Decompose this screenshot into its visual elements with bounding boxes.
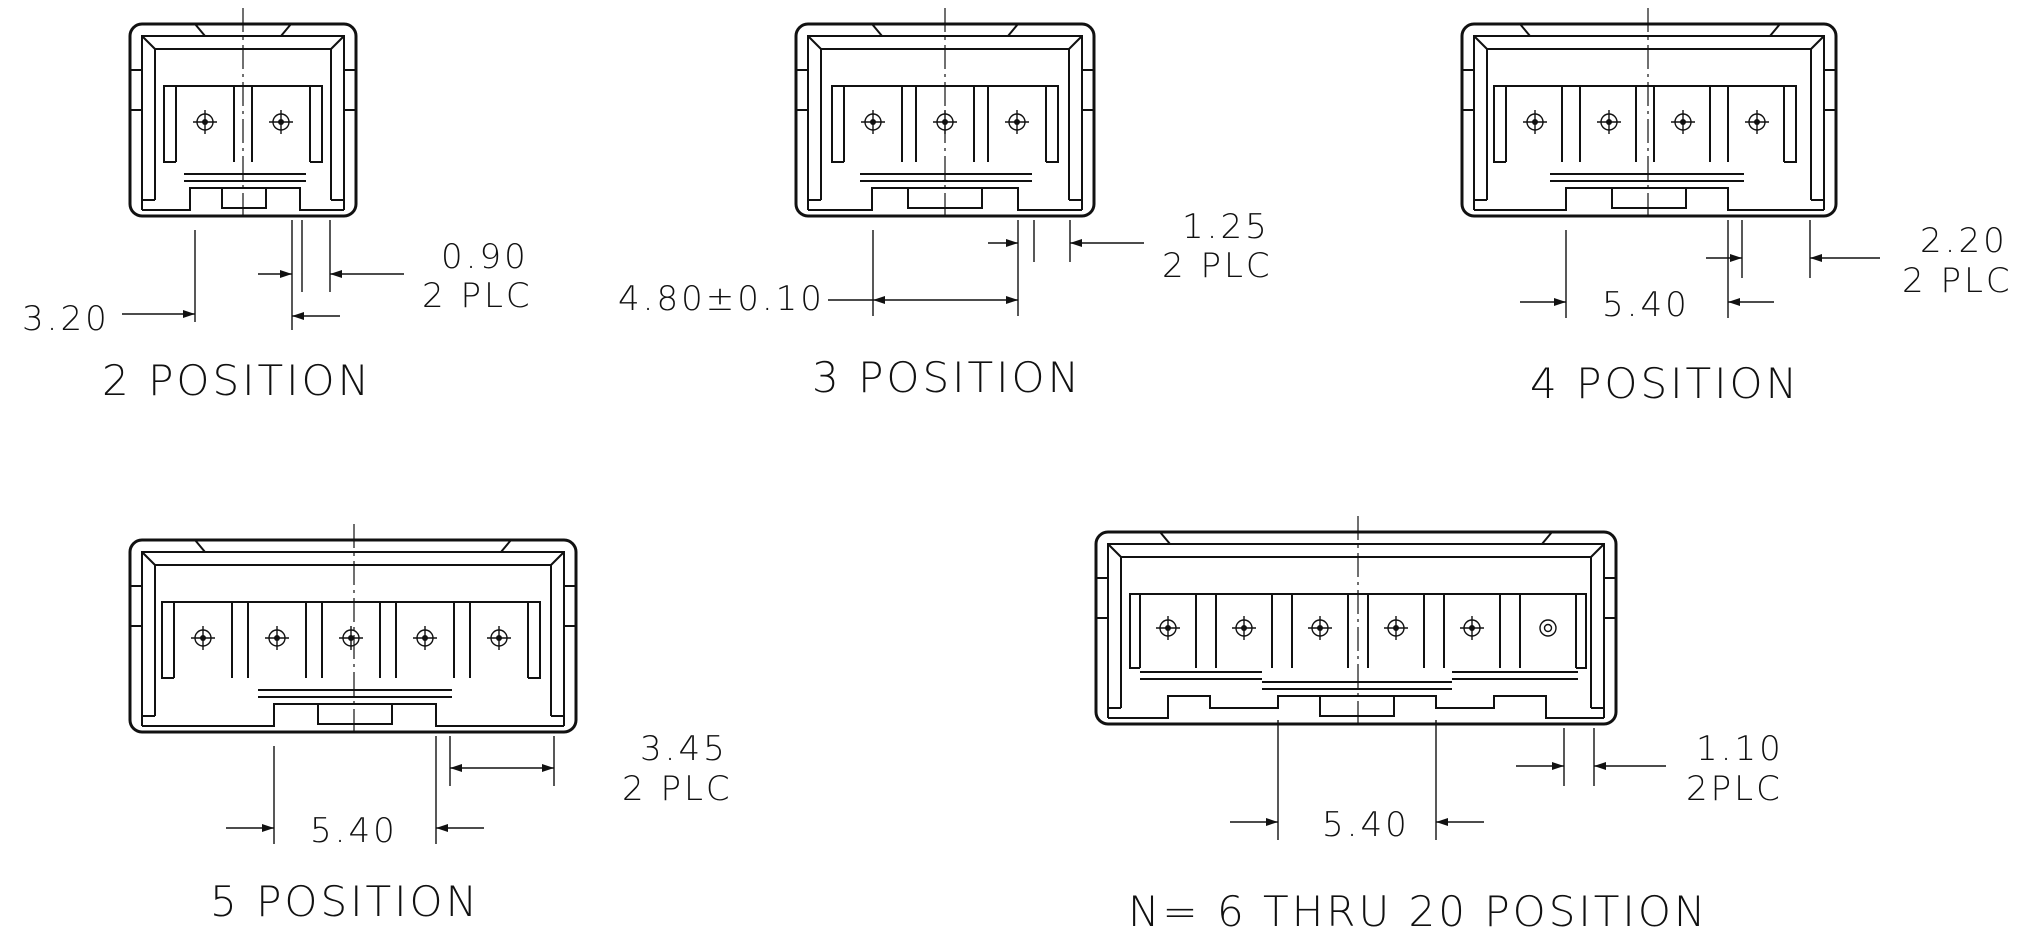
connector-body-4 bbox=[1460, 8, 1838, 222]
pin-5 bbox=[1460, 616, 1484, 640]
pitch-dimension-5: 5.40 bbox=[310, 811, 398, 851]
pin-4 bbox=[1384, 616, 1408, 640]
pin-4 bbox=[1745, 110, 1769, 134]
pitch-dimension-6: 5.40 bbox=[1322, 805, 1410, 845]
secondary-dimension-3: 1.25 bbox=[1182, 207, 1270, 247]
pin-1 bbox=[1523, 110, 1547, 134]
dimensions-3 bbox=[828, 220, 1144, 316]
secondary-note-4: 2 PLC bbox=[1902, 261, 2013, 301]
view-3-position: 4.80±0.10 1.25 2 PLC 3 POSITION bbox=[618, 8, 1273, 402]
dimensions-5 bbox=[226, 736, 555, 844]
secondary-dimension-2: 0.90 bbox=[441, 237, 529, 277]
connector-body-5 bbox=[128, 524, 578, 738]
pin-3 bbox=[1308, 616, 1332, 640]
pin-4 bbox=[413, 626, 437, 650]
view-title-4: 4 POSITION bbox=[1530, 359, 1800, 408]
view-5-position: 5.40 3.45 2 PLC 5 POSITION bbox=[128, 524, 733, 926]
dimensions-6 bbox=[1230, 720, 1666, 840]
secondary-dimension-4: 2.20 bbox=[1920, 221, 2008, 261]
pin-3 bbox=[339, 626, 363, 650]
dimensions-2 bbox=[122, 220, 404, 330]
pin-1 bbox=[193, 110, 217, 134]
pin-2 bbox=[265, 626, 289, 650]
dimensions-4 bbox=[1520, 220, 1880, 318]
pin-1 bbox=[191, 626, 215, 650]
view-6-thru-20-position: 5.40 1.10 2PLC N= 6 THRU 20 POSITION bbox=[1094, 516, 1784, 936]
view-title-5: 5 POSITION bbox=[210, 877, 480, 926]
pin-2 bbox=[1597, 110, 1621, 134]
pin-2 bbox=[269, 110, 293, 134]
view-title-3: 3 POSITION bbox=[812, 353, 1082, 402]
secondary-note-3: 2 PLC bbox=[1162, 246, 1273, 286]
secondary-dimension-5: 3.45 bbox=[640, 729, 728, 769]
pin-6 bbox=[1539, 619, 1557, 637]
pin-2 bbox=[1232, 616, 1256, 640]
pin-3 bbox=[1671, 110, 1695, 134]
view-2-position: 3.20 0.90 2 PLC 2 POSITION bbox=[22, 8, 533, 405]
view-title-6: N= 6 THRU 20 POSITION bbox=[1128, 887, 1708, 935]
view-title-2: 2 POSITION bbox=[102, 356, 372, 405]
connector-body-2 bbox=[128, 8, 358, 222]
secondary-dimension-6: 1.10 bbox=[1696, 729, 1784, 769]
view-4-position: 5.40 2.20 2 PLC 4 POSITION bbox=[1460, 8, 2013, 408]
pin-1 bbox=[861, 110, 885, 134]
secondary-note-2: 2 PLC bbox=[422, 276, 533, 316]
pin-1 bbox=[1156, 616, 1180, 640]
pitch-dimension-2: 3.20 bbox=[22, 299, 110, 339]
pitch-dimension-3: 4.80±0.10 bbox=[618, 279, 825, 319]
connector-body-3 bbox=[794, 8, 1096, 222]
pitch-dimension-4: 5.40 bbox=[1602, 285, 1690, 325]
pin-5 bbox=[487, 626, 511, 650]
pin-3 bbox=[1005, 110, 1029, 134]
connector-body-6 bbox=[1094, 516, 1618, 730]
secondary-note-6: 2PLC bbox=[1686, 769, 1783, 809]
secondary-note-5: 2 PLC bbox=[622, 769, 733, 809]
